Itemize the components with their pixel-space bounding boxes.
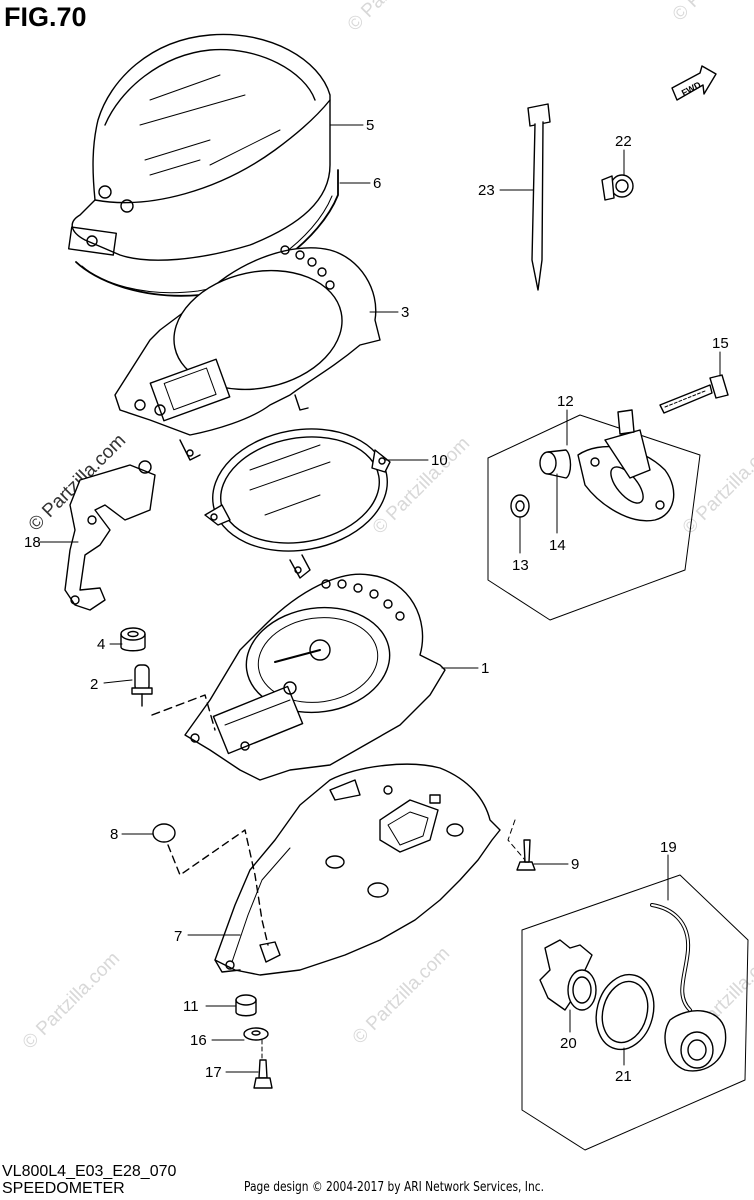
callout-19: 19: [660, 839, 677, 856]
watermark: © Partzilla.com: [679, 433, 754, 538]
callout-1: 1: [481, 660, 489, 677]
socket-group-box: [487, 414, 701, 621]
watermark: © Partzilla.com: [349, 943, 454, 1048]
bracket-part-18: [64, 460, 156, 611]
cable-tie-part-23: [527, 103, 551, 291]
callout-5: 5: [366, 117, 374, 134]
leader-line: [167, 829, 269, 946]
screw-part-17: [253, 1039, 273, 1089]
callout-7: 7: [174, 928, 182, 945]
callout-22: 22: [615, 133, 632, 150]
washer-part-13: [510, 494, 530, 518]
grommet-part-4: [120, 627, 146, 652]
washer-part-16: [243, 1027, 269, 1041]
watermark: © Partzilla.com: [344, 0, 449, 36]
callout-20: 20: [560, 1035, 577, 1052]
model-code: VL800L4_E03_E28_070: [2, 1163, 177, 1180]
socket-plate-part-12: [577, 409, 675, 522]
lower-case-part-7: [214, 763, 501, 976]
screw-part-9: [507, 819, 536, 871]
callout-17: 17: [205, 1064, 222, 1081]
cap-part-8: [152, 823, 176, 843]
visor-part-5: [67, 33, 331, 261]
meter-assembly-part-1: [184, 573, 446, 781]
callout-11: 11: [183, 998, 199, 1015]
callout-16: 16: [190, 1032, 207, 1049]
callout-3: 3: [401, 304, 409, 321]
seal-ring-part-21: [595, 973, 655, 1051]
callout-6: 6: [373, 175, 381, 192]
leader-line: [151, 694, 216, 731]
watermark: © Partzilla.com: [669, 0, 754, 26]
callout-18: 18: [24, 534, 41, 551]
figure-title: FIG.70: [4, 2, 87, 32]
grommet-part-11: [235, 994, 257, 1017]
callout-2: 2: [90, 676, 98, 693]
bezel-part-3: [114, 245, 381, 461]
callout-13: 13: [512, 557, 529, 574]
watermark: © Partzilla.com: [19, 948, 124, 1053]
bulb-part-2: [131, 664, 153, 707]
ring-part-10: [204, 428, 391, 579]
callout-14: 14: [549, 537, 566, 554]
copyright-notice: Page design © 2004-2017 by ARI Network S…: [244, 1180, 544, 1195]
callout-labels: 5 6 3 10 1 4 2 8 9 7 11 16 17 18 12 13 1…: [24, 79, 729, 1085]
callout-23: 23: [478, 182, 495, 199]
callout-4: 4: [97, 636, 105, 653]
holder-part-20: [539, 939, 597, 1011]
clamp-part-22: [601, 174, 634, 201]
callout-9: 9: [571, 856, 579, 873]
callout-8: 8: [110, 826, 118, 843]
figure-caption: SPEEDOMETER: [2, 1180, 125, 1197]
callout-21: 21: [615, 1068, 632, 1085]
wire-part-19: [650, 903, 727, 1072]
fwd-arrow: [671, 65, 717, 101]
callout-15: 15: [712, 335, 729, 352]
grommet-part-14: [539, 449, 572, 479]
bolt-part-15: [659, 374, 729, 414]
callout-10: 10: [431, 452, 448, 469]
harness-group-box: [521, 874, 749, 1151]
callout-12: 12: [557, 393, 574, 410]
callout-leaders: [39, 124, 721, 1073]
